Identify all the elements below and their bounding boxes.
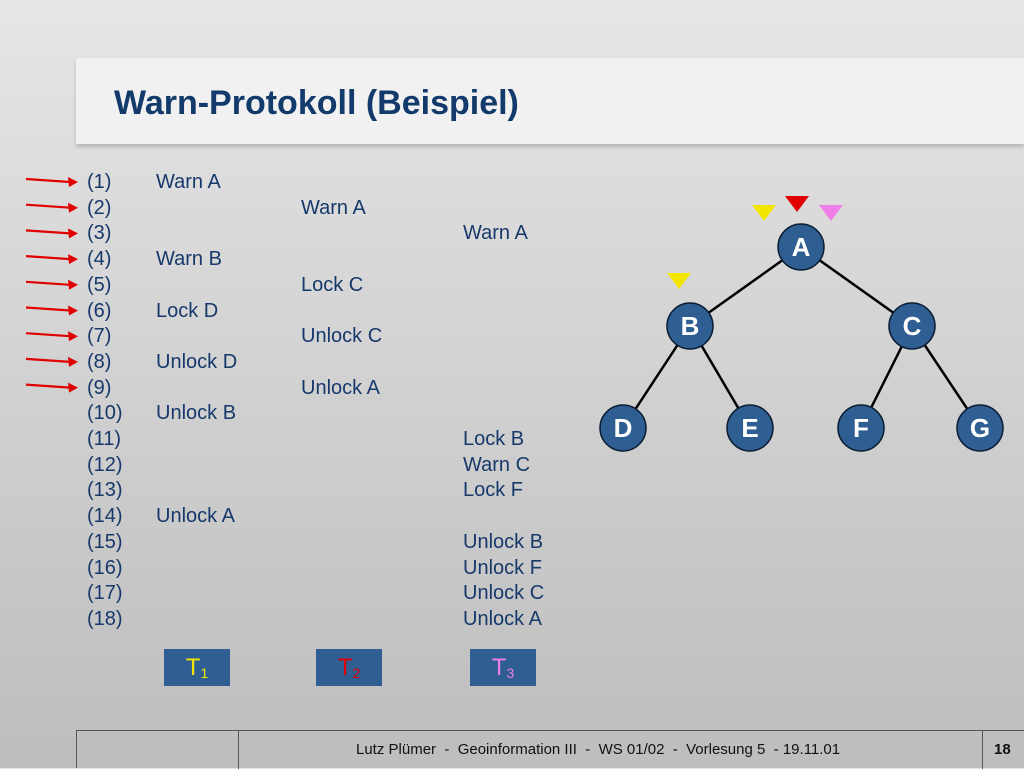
lock-marker-A-t3 [819, 205, 843, 221]
tree-node-label: A [792, 232, 811, 262]
operation: Warn B [156, 248, 222, 271]
tree-node-label: F [853, 413, 869, 443]
row-arrow-line [25, 203, 71, 209]
operation: Lock B [463, 428, 525, 450]
operation: Unlock F [463, 556, 542, 579]
row-number: (12) [87, 453, 123, 476]
footer-left-line [76, 730, 77, 768]
transaction-letter: T [185, 654, 201, 681]
tree-node-E [726, 404, 774, 452]
tree-node-B [666, 302, 714, 350]
row-arrow-line [25, 229, 71, 235]
row-number: (10) [87, 402, 123, 425]
row-number: (13) [87, 479, 123, 502]
operation: Lock D [156, 299, 219, 322]
row-number: (16) [87, 556, 123, 579]
operation: Lock C [301, 273, 364, 296]
tree-node-label: C [903, 311, 922, 341]
row-arrow-head [68, 331, 78, 342]
row-number: (9) [87, 376, 112, 399]
operation: Unlock A [301, 376, 380, 399]
row-number: (18) [87, 607, 123, 630]
row-number: (4) [87, 248, 112, 271]
operation: Unlock C [301, 325, 383, 348]
operation: Unlock D [156, 350, 238, 373]
row-number: (15) [87, 530, 123, 553]
tree-diagram: A B C D E F G [599, 196, 1004, 452]
operation: Unlock A [463, 607, 542, 630]
operation: Lock F [463, 479, 524, 502]
operation: Warn A [156, 171, 221, 193]
row-arrow-line [25, 177, 71, 184]
row-number: (17) [87, 582, 123, 605]
row-arrow-line [25, 383, 71, 389]
row-number: (3) [87, 222, 112, 245]
row-number: (5) [87, 273, 112, 296]
operation: Warn A [301, 196, 366, 219]
operation: Unlock B [156, 402, 237, 425]
footer-divider [982, 731, 983, 769]
transaction-index: 2 [352, 665, 361, 681]
operation: Unlock A [156, 505, 235, 528]
row-arrow-head [68, 305, 78, 316]
row-arrow-head [68, 382, 78, 393]
transaction-label-t2: T2 [316, 649, 382, 686]
operation: Unlock C [463, 582, 545, 605]
transaction-letter: T [337, 654, 353, 681]
row-arrow-head [68, 202, 78, 213]
row-arrow-head [68, 228, 78, 239]
row-number: (8) [87, 350, 112, 373]
row-arrow-head [68, 279, 78, 290]
transaction-label-t3: T3 [470, 649, 536, 686]
tree-node-label: B [681, 311, 700, 341]
row-arrow-line [25, 332, 71, 338]
lock-marker-B-t1 [667, 273, 691, 289]
lock-marker-A-t2 [785, 196, 809, 212]
row-number: (14) [87, 505, 123, 528]
tree-node-label: G [970, 413, 990, 443]
footer: Lutz Plümer - Geoinformation III - WS 01… [76, 730, 1024, 769]
operation: Unlock B [463, 530, 544, 553]
row-arrow-line [25, 357, 71, 363]
row-number: (6) [87, 299, 112, 322]
row-arrow-line [25, 255, 71, 261]
lock-marker-A-t1 [752, 205, 776, 221]
row-number: (1) [87, 171, 112, 193]
transaction-label-t1: T1 [164, 649, 230, 686]
row-number: (7) [87, 325, 112, 348]
operation: Warn A [463, 222, 528, 245]
row-arrow-line [25, 306, 71, 312]
tree-node-C [888, 302, 936, 350]
title-bar: Warn-Protokoll (Beispiel) [76, 58, 1024, 144]
tree-node-D [599, 404, 647, 452]
arrows-layer [25, 177, 78, 393]
footer-text: Lutz Plümer - Geoinformation III - WS 01… [356, 741, 841, 758]
row-number: (11) [87, 428, 122, 450]
footer-divider [238, 731, 239, 769]
row-number: (2) [87, 196, 112, 219]
operation: Warn C [463, 453, 531, 476]
row-arrow-head [68, 177, 78, 187]
tree-node-label: D [614, 413, 633, 443]
tree-node-G [956, 404, 1004, 452]
tree-node-label: E [741, 413, 758, 443]
page-number: 18 [994, 741, 1011, 758]
row-arrow-head [68, 254, 78, 265]
transaction-letter: T [491, 654, 507, 681]
transaction-index: 3 [506, 665, 515, 681]
transaction-index: 1 [200, 665, 209, 681]
slide-title: Warn-Protokoll (Beispiel) [114, 84, 519, 122]
tree-node-F [837, 404, 885, 452]
row-arrow-line [25, 280, 71, 286]
tree-node-A [777, 223, 825, 271]
row-arrow-head [68, 356, 78, 367]
